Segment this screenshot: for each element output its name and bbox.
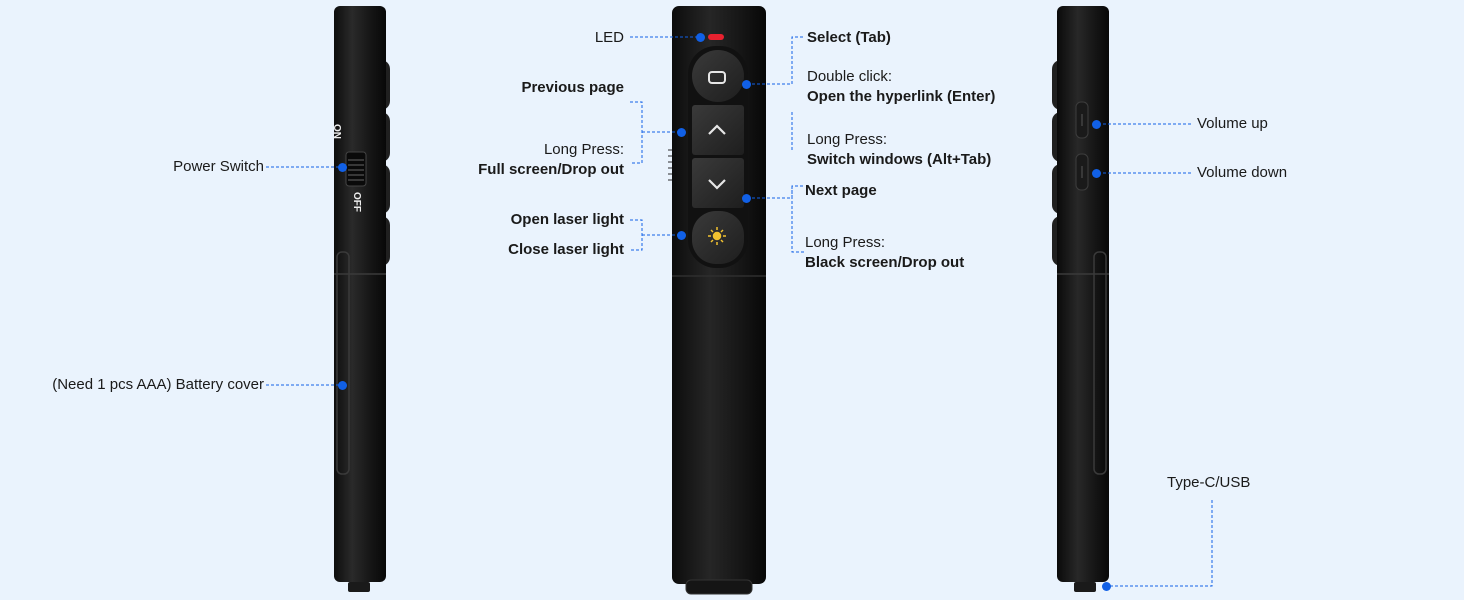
open-laser-label: Open laser light [510,211,624,228]
led-indicator [708,34,724,40]
volume-up-label: Volume up [1197,115,1268,132]
type-c-port [1074,582,1096,592]
chevron-up-icon [708,124,726,135]
callout-dot-next [742,194,751,203]
next-page-button[interactable] [692,158,744,208]
callout-dot-power [338,163,347,172]
switch-windows-label: Switch windows (Alt+Tab) [807,151,992,168]
volume-down-label: Volume down [1197,164,1288,181]
select-tab-label: Select (Tab) [807,29,891,46]
type-c-label: Type-C/USB [1167,474,1251,491]
select-icon [708,71,726,84]
callout-dot-laser [677,231,686,240]
callout-dot-select [742,80,751,89]
next-page-label: Next page [805,182,877,199]
led-label: LED [594,29,624,46]
chevron-down-icon [708,179,726,190]
previous-page-label: Previous page [521,79,624,96]
black-screen-label: Black screen/Drop out [805,254,965,271]
select-button[interactable] [692,50,744,102]
next-long-press-label: Long Press: [805,234,886,251]
callout-dot-led [696,33,705,42]
battery-cover-label: (Need 1 pcs AAA) Battery cover [52,376,264,393]
presenter-front [668,6,766,595]
double-click-label: Double click: [807,68,893,85]
close-laser-label: Close laser light [508,241,624,258]
callout-dot-type-c [1102,582,1111,591]
callout-dot-previous [677,128,686,137]
laser-icon [708,227,726,245]
callout-dot-battery [338,381,347,390]
open-hyperlink-label: Open the hyperlink (Enter) [807,88,996,105]
previous-page-button[interactable] [692,105,744,155]
previous-long-press-label: Long Press: [543,141,624,158]
callout-dot-volume-up [1092,120,1101,129]
callout-dot-volume-down [1092,169,1101,178]
full-screen-label: Full screen/Drop out [478,161,624,178]
select-long-press-label: Long Press: [807,131,888,148]
presenter-right-side [1052,6,1109,592]
power-switch-label: Power Switch [173,158,264,175]
